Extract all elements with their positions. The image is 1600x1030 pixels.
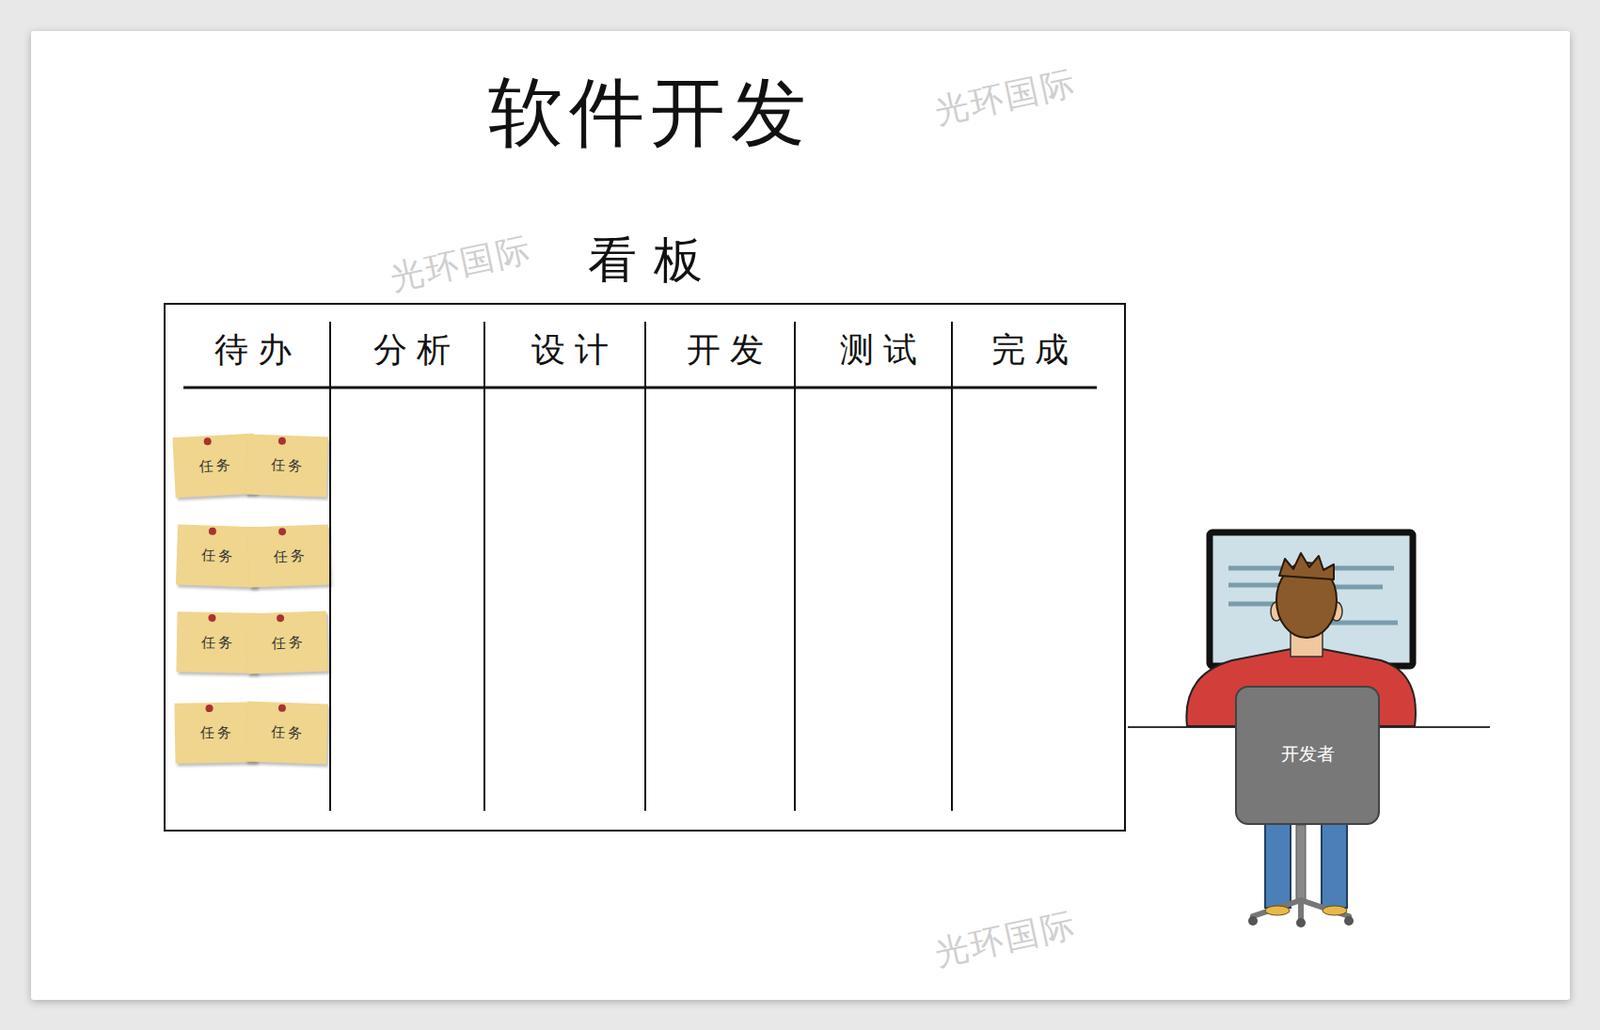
leg bbox=[1265, 818, 1291, 908]
pin bbox=[278, 704, 286, 713]
wheel bbox=[1344, 916, 1354, 926]
sticky-note: 任务 bbox=[245, 701, 329, 765]
monitor bbox=[1209, 532, 1413, 666]
column-header: 待办 bbox=[165, 329, 341, 371]
diagram-title: 软件开发 bbox=[364, 65, 930, 160]
chair-foot bbox=[1252, 900, 1301, 917]
screen-line bbox=[1333, 566, 1395, 571]
board-title: 看板 bbox=[163, 225, 1126, 294]
kanban-column: 完成 bbox=[950, 321, 1107, 811]
kanban-column: 待办任务任务任务任务任务任务任务任务 bbox=[165, 321, 341, 811]
column-header: 分析 bbox=[331, 329, 493, 371]
sticky-note: 任务 bbox=[245, 434, 329, 498]
title-block: 软件开发 bbox=[364, 65, 930, 160]
task-label: 任务 bbox=[245, 701, 329, 765]
kanban-column: 开发 bbox=[644, 321, 804, 811]
sticky-note: 任务 bbox=[245, 611, 329, 675]
leg bbox=[1321, 818, 1347, 908]
watermark-block: 光环国际 bbox=[366, 239, 555, 287]
task-label: 任务 bbox=[247, 524, 331, 588]
column-header: 测试 bbox=[795, 329, 961, 371]
screen-line bbox=[1228, 566, 1282, 571]
column-header: 设计 bbox=[485, 329, 654, 371]
chair-foot bbox=[1298, 900, 1304, 919]
sticky-note: 任务 bbox=[172, 433, 256, 498]
pin bbox=[208, 527, 217, 536]
screen-line bbox=[1333, 585, 1383, 590]
task-label: 任务 bbox=[245, 434, 329, 498]
sticky-note: 任务 bbox=[247, 524, 331, 588]
watermark: 光环国际 bbox=[364, 221, 558, 306]
task-label: 任务 bbox=[174, 701, 256, 763]
chair-base bbox=[1252, 900, 1349, 919]
chair-stem bbox=[1296, 824, 1306, 903]
pin bbox=[278, 527, 286, 536]
sticky-note: 任务 bbox=[174, 701, 256, 763]
watermark-block: 光环国际 bbox=[911, 73, 1100, 121]
task-label: 任务 bbox=[172, 433, 256, 498]
pin bbox=[205, 704, 213, 713]
watermark: 光环国际 bbox=[908, 896, 1103, 982]
shoe bbox=[1322, 905, 1347, 916]
pin bbox=[276, 614, 285, 622]
chair-back: 开发者 bbox=[1235, 685, 1380, 825]
header-rule bbox=[183, 386, 1097, 390]
chair-foot bbox=[1300, 900, 1349, 917]
chair-label: 开发者 bbox=[1236, 687, 1379, 771]
kanban-column: 分析 bbox=[329, 321, 493, 811]
kanban-column: 设计 bbox=[483, 321, 654, 811]
kanban-board: 看板待办任务任务任务任务任务任务任务任务分析设计开发测试完成 bbox=[163, 225, 1126, 832]
task-label: 任务 bbox=[175, 524, 259, 588]
sticky-note: 任务 bbox=[175, 524, 259, 588]
pin bbox=[207, 614, 216, 622]
pin bbox=[203, 437, 211, 445]
column-header: 开发 bbox=[646, 329, 804, 371]
task-label: 任务 bbox=[245, 611, 329, 675]
kanban-column: 测试 bbox=[793, 321, 961, 811]
wheel bbox=[1248, 916, 1258, 926]
pin bbox=[278, 437, 286, 445]
column-header: 完成 bbox=[952, 329, 1107, 371]
wheel bbox=[1296, 918, 1306, 928]
hair-spikes bbox=[1279, 553, 1334, 580]
watermark-block: 光环国际 bbox=[911, 915, 1100, 963]
watermark: 光环国际 bbox=[908, 54, 1103, 140]
shoe bbox=[1265, 905, 1290, 916]
